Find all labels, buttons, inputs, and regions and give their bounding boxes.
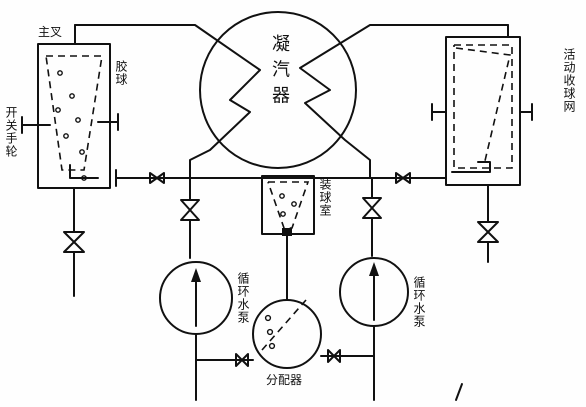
condenser-right-coil: [299, 24, 509, 179]
condenser-shell: [199, 11, 357, 169]
ball: [268, 342, 276, 350]
right-pump-arrowhead: [369, 262, 379, 276]
right-tank-label: 活动收球网: [562, 48, 576, 113]
header-valve-right: [395, 172, 411, 184]
right-pump-label: 循环水泵: [412, 276, 426, 328]
left-branch-valve: [180, 199, 200, 221]
ball-chamber-label: 装球室: [318, 178, 332, 217]
condenser: [74, 11, 509, 179]
left-valve-label: 开关手轮: [4, 106, 18, 158]
right-tank-mesh: [453, 44, 513, 169]
ball: [69, 93, 75, 99]
distributor-label: 分配器: [266, 373, 303, 387]
left-tank-body: [37, 43, 111, 189]
ball-chamber-outlet: [282, 228, 292, 236]
left-pump-label: 循环水泵: [236, 272, 250, 324]
right-tank-outlet: [451, 161, 491, 173]
right-tank: [431, 24, 533, 263]
distributor: [195, 299, 375, 369]
condenser-left-coil: [74, 24, 261, 179]
condenser-label: 凝 汽 器: [269, 34, 290, 105]
left-tank-side-label: 胶球: [114, 60, 128, 86]
ball-chamber: [261, 175, 315, 301]
ball: [266, 328, 274, 336]
distributor-left-valve: [235, 353, 249, 367]
left-tank-strainer: [45, 55, 103, 171]
header-valve-left: [149, 172, 165, 184]
ball: [81, 175, 87, 181]
ball: [57, 70, 63, 76]
ball: [75, 117, 81, 123]
left-pump-arrowhead: [191, 268, 201, 282]
left-branch: [159, 177, 233, 401]
header-pipe: [115, 169, 447, 187]
ball: [280, 211, 286, 217]
right-branch: [339, 177, 409, 401]
distributor-screen: [261, 299, 307, 351]
ball: [63, 133, 69, 139]
distributor-right-valve: [327, 349, 341, 363]
left-tank-outlet: [69, 164, 99, 179]
left-tank-top-label: 主叉: [38, 25, 63, 39]
ball: [279, 193, 285, 199]
left-tank: [21, 24, 119, 297]
distributor-body: [252, 299, 322, 369]
right-tank-mesh-diag: [455, 47, 511, 166]
right-branch-valve: [362, 197, 382, 219]
ball: [55, 107, 61, 113]
ball: [264, 314, 272, 322]
ball-chamber-body: [261, 175, 315, 235]
right-drain-valve: [477, 221, 499, 243]
ball: [79, 149, 85, 155]
ball-chamber-screen: [267, 181, 310, 229]
stray-mark: [455, 383, 463, 401]
ball: [291, 201, 297, 207]
left-drain-valve: [63, 231, 85, 253]
